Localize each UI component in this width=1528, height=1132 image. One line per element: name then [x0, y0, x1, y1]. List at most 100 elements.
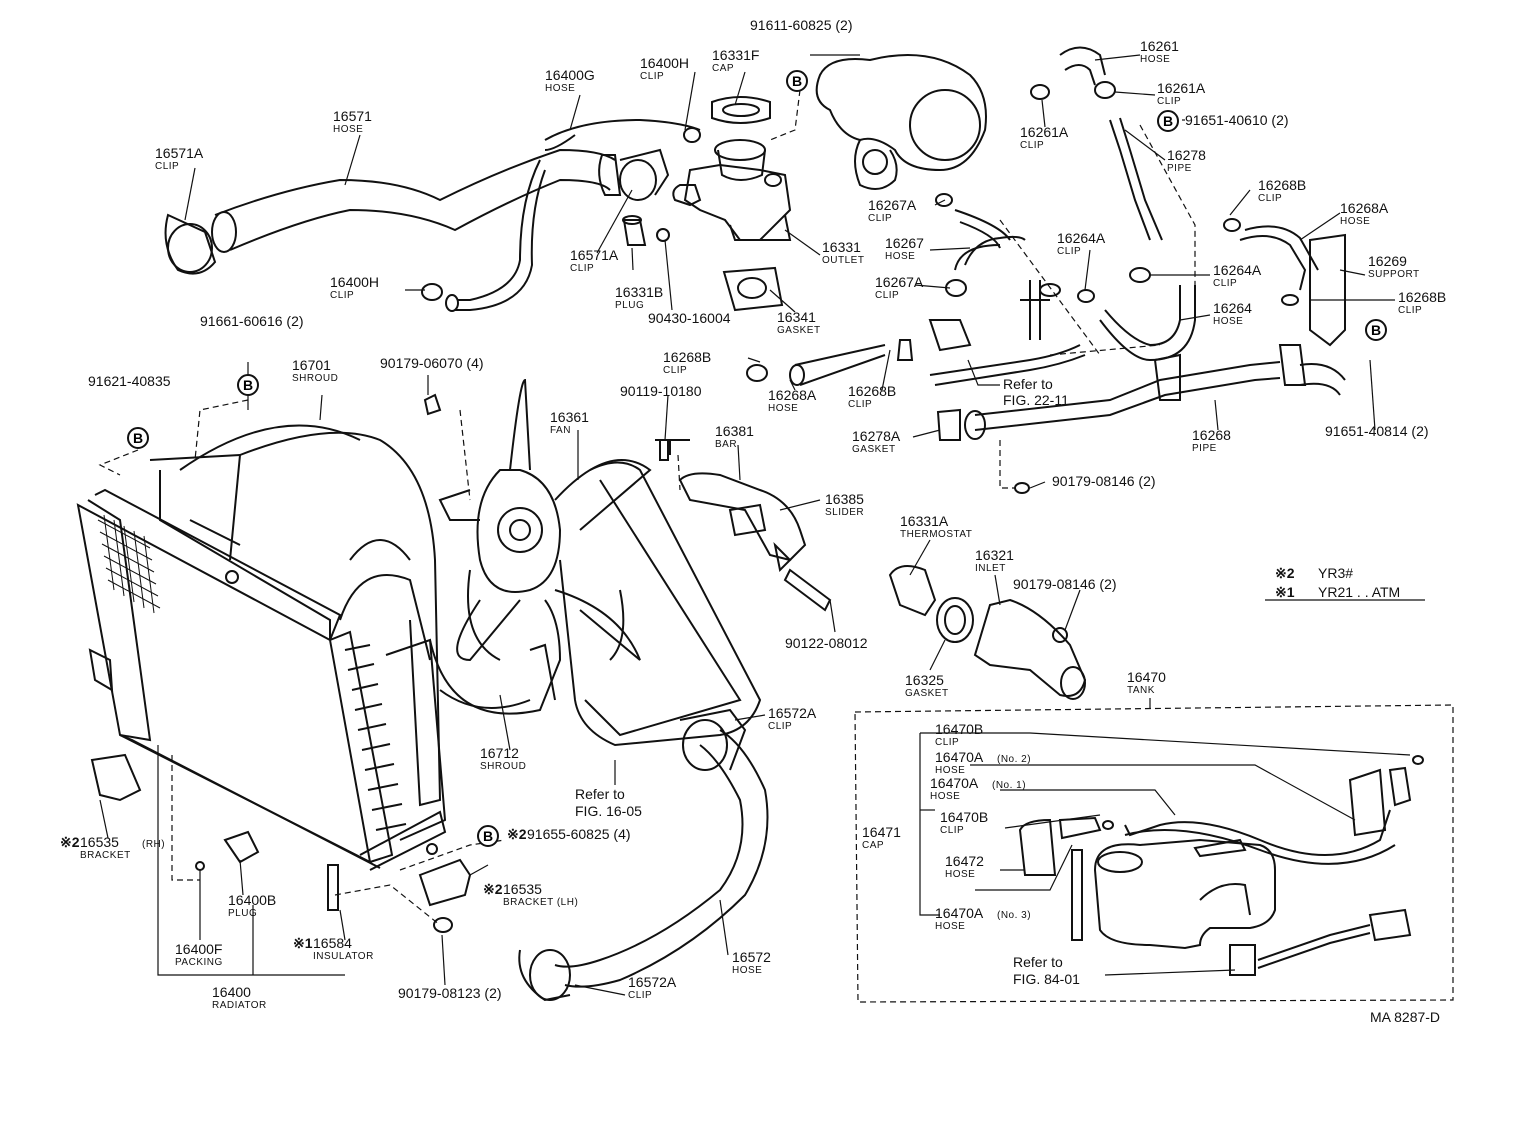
part-number: 90179-08123 (2) — [398, 985, 502, 1001]
part-number: 90430-16004 — [648, 310, 731, 326]
part-callout: 91651-40814 (2) — [1325, 423, 1429, 439]
part-number: 16584 — [313, 935, 352, 951]
part-name: SLIDER — [825, 507, 864, 518]
part-callout: 91621-40835 — [88, 373, 171, 389]
part-name: CAP — [712, 63, 734, 74]
part-name: HOSE — [333, 124, 363, 135]
part-number: 16264 — [1213, 300, 1252, 316]
lower-shroud-drawing — [429, 599, 562, 715]
part-name: HOSE — [732, 965, 762, 976]
part-callout: 90119-10180 — [620, 383, 702, 399]
part-number: 91621-40835 — [88, 373, 171, 389]
part-name: CLIP — [875, 290, 899, 301]
part-number: 16361 — [550, 409, 589, 425]
part-number: 16268B — [1398, 289, 1446, 305]
svg-text:YR21 . . ATM: YR21 . . ATM — [1318, 584, 1400, 600]
part-number: 91611-60825 (2) — [750, 17, 852, 33]
part-name: CLIP — [663, 365, 687, 376]
variant-mark: ※2 — [60, 834, 80, 850]
b-marker: B — [786, 70, 808, 92]
part-name: HOSE — [1140, 54, 1170, 65]
part-number: 16400G — [545, 67, 595, 83]
part-qualifier: (No. 2) — [997, 754, 1031, 765]
svg-text:B: B — [243, 377, 253, 393]
part-name: CLIP — [1020, 140, 1044, 151]
upper-hose-drawing — [164, 118, 701, 312]
part-number: 16572 — [732, 949, 771, 965]
part-number: 16261A — [1157, 80, 1206, 96]
svg-text:Refer to: Refer to — [1013, 954, 1063, 970]
part-callout: 91611-60825 (2) — [750, 17, 852, 33]
part-name: CLIP — [768, 721, 792, 732]
fan-guard-drawing — [559, 461, 762, 747]
svg-text:B: B — [483, 828, 493, 844]
variant-mark: ※2 — [483, 881, 503, 897]
part-number: 16385 — [825, 491, 864, 507]
part-name: HOSE — [935, 765, 965, 776]
part-name: TANK — [1127, 685, 1155, 696]
part-callout: 90179-06070 (4) — [380, 355, 484, 371]
part-name: SHROUD — [292, 373, 338, 384]
part-name: CLIP — [155, 161, 179, 172]
part-number: 16701 — [292, 357, 331, 373]
part-number: 16470B — [935, 721, 983, 737]
part-number: 16470A — [930, 775, 979, 791]
part-number: 16571A — [570, 247, 619, 263]
part-name: CLIP — [868, 213, 892, 224]
part-number: 16470B — [940, 809, 988, 825]
part-number: 16269 — [1368, 253, 1407, 269]
part-name: PIPE — [1167, 163, 1192, 174]
part-name: CLIP — [640, 71, 664, 82]
fan-drawing — [438, 378, 652, 662]
part-number: 16471 — [862, 824, 901, 840]
part-name: SHROUD — [480, 761, 526, 772]
svg-text:FIG. 22-11: FIG. 22-11 — [1003, 392, 1069, 408]
part-number: 16381 — [715, 423, 754, 439]
part-number: 16267A — [875, 274, 924, 290]
reference-fig-22-11: Refer to FIG. 22-11 — [1003, 376, 1069, 408]
variant-mark: ※2 — [507, 826, 527, 842]
part-name: CLIP — [628, 990, 652, 1001]
part-qualifier: (No. 1) — [992, 780, 1026, 791]
svg-text:YR3#: YR3# — [1318, 565, 1353, 581]
part-number: 16400H — [330, 274, 379, 290]
part-number: 91651-40814 (2) — [1325, 423, 1429, 439]
part-name: THERMOSTAT — [900, 529, 972, 540]
part-number: 90122-08012 — [785, 635, 868, 651]
part-number: 90119-10180 — [620, 383, 702, 399]
part-number: 16470A — [935, 749, 984, 765]
part-number: 16261 — [1140, 38, 1179, 54]
part-name: PLUG — [615, 300, 644, 311]
radiator-drawing — [76, 488, 447, 871]
part-name: INLET — [975, 563, 1006, 574]
part-name: CLIP — [940, 825, 964, 836]
part-number: 16268B — [663, 349, 711, 365]
part-callout: 90179-08146 (2) — [1052, 473, 1156, 489]
part-name: CLIP — [1213, 278, 1237, 289]
part-name: OUTLET — [822, 255, 864, 266]
part-number: 91651-40610 (2) — [1185, 112, 1289, 128]
part-name: HOSE — [935, 921, 965, 932]
part-name: HOSE — [885, 251, 915, 262]
